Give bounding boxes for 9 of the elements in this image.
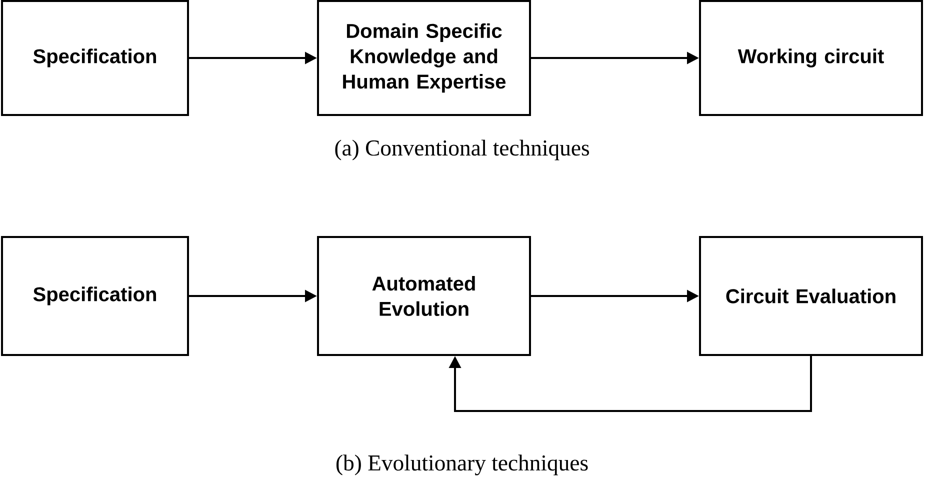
arrow bbox=[448, 356, 812, 412]
process-box: Automated Evolution bbox=[317, 236, 531, 356]
process-box: Specification bbox=[1, 236, 189, 356]
process-box: Working circuit bbox=[699, 0, 923, 116]
process-box: Specification bbox=[1, 0, 189, 116]
process-box: Domain Specific Knowledge and Human Expertise bbox=[317, 0, 531, 116]
process-box: Circuit Evaluation bbox=[699, 236, 923, 356]
caption: (b) Evolutionary techniques bbox=[336, 454, 588, 476]
caption: (a) Conventional techniques bbox=[335, 140, 589, 160]
